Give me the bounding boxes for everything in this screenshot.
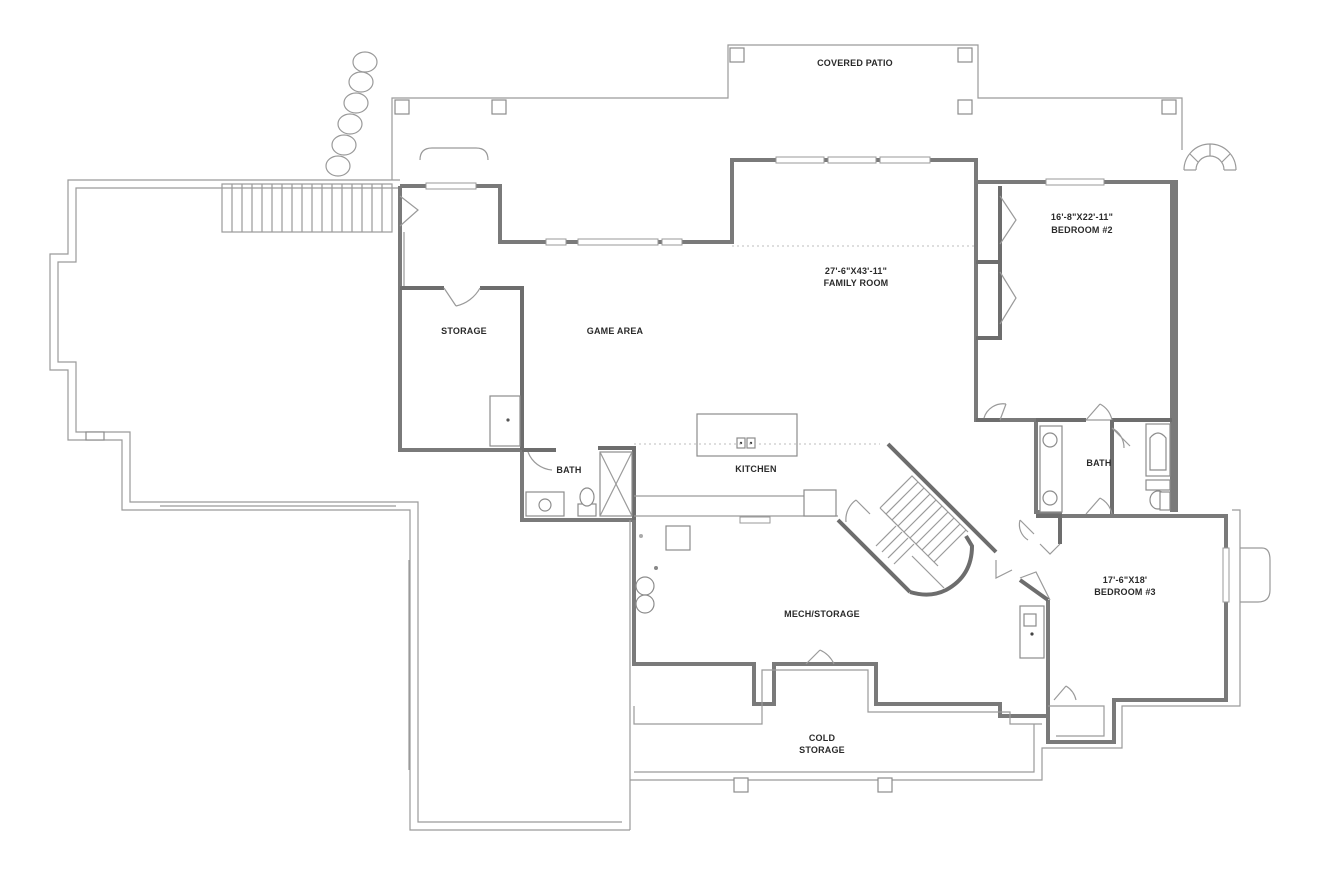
family-room-dims-label: 27'-6"X43'-11" [825, 266, 887, 276]
storage-room-walls [400, 286, 524, 450]
bath-right-fixtures [1036, 403, 1172, 515]
mech-storage-label: MECH/STORAGE [784, 609, 860, 619]
covered-patio-outline [391, 44, 1183, 180]
left-foundation-outline [49, 179, 630, 831]
mech-storage-fixtures [635, 525, 835, 665]
covered-patio-label: COVERED PATIO [817, 58, 893, 68]
kitchen-fixtures [634, 413, 880, 517]
bath-left-walls [522, 446, 636, 520]
exterior-stair [221, 183, 393, 233]
kitchen-label: KITCHEN [735, 464, 776, 474]
bedroom-2-name-label: BEDROOM #2 [1051, 225, 1113, 235]
bath-left-label: BATH [556, 465, 581, 475]
storage-label: STORAGE [441, 326, 487, 336]
landscape-boulders [325, 51, 378, 177]
interior-staircase [836, 442, 998, 597]
spiral-stair [1183, 143, 1237, 171]
entry-door [399, 195, 419, 286]
family-room-name-label: FAMILY ROOM [824, 278, 889, 288]
bedroom-2-walls [976, 186, 1172, 422]
bedroom-3-dims-label: 17'-6"X18' [1103, 575, 1148, 585]
windows [425, 156, 1230, 603]
bedroom-3-doors [995, 514, 1077, 701]
foundation-offsets [629, 509, 1271, 830]
main-exterior-walls [398, 158, 1228, 744]
bedroom-3-name-label: BEDROOM #3 [1094, 587, 1156, 597]
cold-storage-label-line1: COLD [809, 733, 836, 743]
game-area-label: GAME AREA [587, 326, 644, 336]
bedroom-2-dims-label: 16'-8"X22'-11" [1051, 212, 1113, 222]
cold-storage-label-line2: STORAGE [799, 745, 845, 755]
bath-right-label: BATH [1086, 458, 1111, 468]
